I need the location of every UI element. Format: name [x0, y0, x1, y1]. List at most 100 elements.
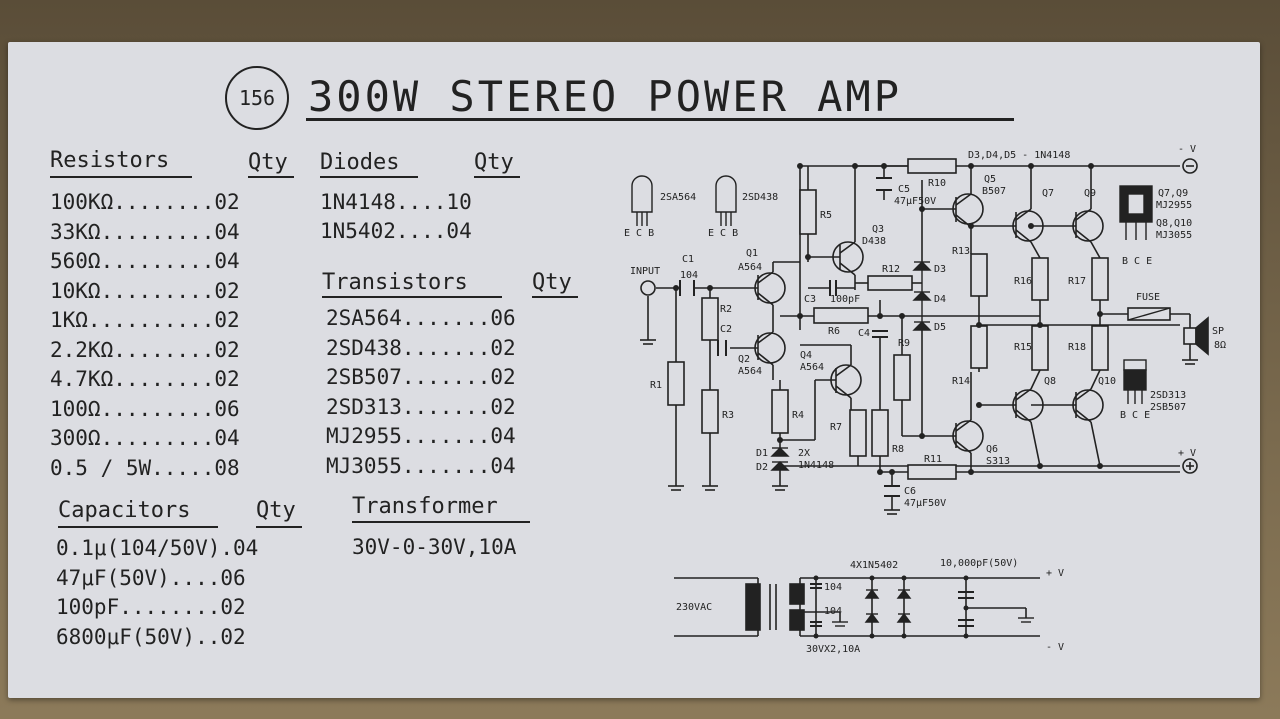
- title-underline: [306, 118, 1014, 121]
- c6-label: C6: [904, 486, 916, 497]
- to3p-package-icon: [1119, 185, 1153, 240]
- r4-label: R4: [792, 410, 804, 421]
- q4-label: Q4: [800, 350, 812, 361]
- r14-label: R14: [952, 376, 970, 387]
- filter-capacitor-icons: [810, 583, 974, 627]
- transistors-qty-underline: [532, 296, 578, 298]
- c4-label: C4: [858, 328, 870, 339]
- r5-label: R5: [820, 210, 832, 221]
- resistors-item: 10KΩ.........02: [50, 278, 240, 303]
- diode-note: D3,D4,D5 - 1N4148: [968, 150, 1070, 161]
- c6-value: 47μF50V: [904, 498, 946, 509]
- transistors-item: 2SD313.......02: [326, 394, 516, 419]
- minus-v-label: - V: [1178, 144, 1196, 155]
- resistors-item: 33KΩ.........04: [50, 219, 240, 244]
- d12-type: 1N4148: [798, 460, 834, 471]
- q6-label: Q6: [986, 444, 998, 455]
- ps-transformer-label: 30VX2,10A: [806, 644, 860, 655]
- d12-count: 2X: [798, 448, 810, 459]
- resistor-symbols: [667, 158, 1171, 480]
- q10-label: Q10: [1098, 376, 1116, 387]
- transistors-item: MJ2955.......04: [326, 424, 516, 448]
- d5-label: D5: [934, 322, 946, 333]
- resistors-item: 4.7KΩ........02: [50, 367, 240, 391]
- capacitors-item: 47μF(50V)....06: [56, 565, 246, 590]
- page-title: 300W STEREO POWER AMP: [308, 72, 903, 121]
- pkg2-label: 2SD438: [742, 192, 778, 203]
- capacitors-qty-header: Qty: [256, 498, 296, 523]
- diodes-header: Diodes: [320, 150, 400, 175]
- q810-note: Q8,Q10: [1156, 218, 1192, 229]
- capacitors-qty-underline: [256, 526, 302, 528]
- resistors-underline: [50, 176, 192, 178]
- q6-value: S313: [986, 456, 1010, 467]
- ps-plus-v: + V: [1046, 568, 1064, 579]
- pkg2-pins: E C B: [708, 228, 738, 239]
- q9-label: Q9: [1084, 188, 1096, 199]
- transistors-item: 2SB507.......02: [326, 365, 516, 389]
- power-supply-wires: [674, 577, 1040, 637]
- speaker-icon: [1183, 316, 1209, 356]
- schematic-wires: [640, 165, 1198, 515]
- project-number-badge: 156: [225, 66, 289, 130]
- q1-value: A564: [738, 262, 762, 273]
- transformer-header: Transformer: [352, 494, 498, 519]
- ps-c1-label: 104: [824, 582, 842, 593]
- power-transformer-icon: [745, 583, 805, 631]
- c2-label: C2: [720, 324, 732, 335]
- q79-note: Q7,Q9: [1158, 188, 1188, 199]
- q2-label: Q2: [738, 354, 750, 365]
- resistors-item: 2.2KΩ........02: [50, 337, 240, 362]
- q7-label: Q7: [1042, 188, 1054, 199]
- q5-value: B507: [982, 186, 1006, 197]
- resistors-item: 100KΩ........02: [50, 190, 240, 214]
- r9-label: R9: [898, 338, 910, 349]
- capacitors-underline: [58, 526, 218, 528]
- r12-label: R12: [882, 264, 900, 275]
- c3-label: C3: [804, 294, 816, 305]
- ps-c2-label: 104: [824, 606, 842, 617]
- r11-label: R11: [924, 454, 942, 465]
- d2-label: D2: [756, 462, 768, 473]
- pkg1-pins: E C B: [624, 228, 654, 239]
- resistors-item: 0.5 / 5W.....08: [50, 455, 240, 480]
- q3-value: D438: [862, 236, 886, 247]
- resistors-item: 560Ω.........04: [50, 249, 240, 273]
- c5-label: C5: [898, 184, 910, 195]
- fuse-label: FUSE: [1136, 292, 1160, 303]
- transistors-underline: [322, 296, 502, 298]
- to220-note: 2SD313: [1150, 390, 1186, 401]
- d3-label: D3: [934, 264, 946, 275]
- to3p-pins: B C E: [1122, 256, 1152, 267]
- speaker-label: SP: [1212, 326, 1224, 337]
- ps-diode-label: 4X1N5402: [850, 560, 898, 571]
- ps-cap-label: 10,000pF(50V): [940, 558, 1018, 569]
- resistors-qty-header: Qty: [248, 150, 288, 175]
- c1-value: 104: [680, 270, 698, 281]
- to220-pins: B C E: [1120, 410, 1150, 421]
- diodes-item: 1N4148....10: [320, 190, 472, 214]
- input-label: INPUT: [630, 266, 660, 277]
- ps-minus-v: - V: [1046, 642, 1064, 653]
- q79-value: MJ2955: [1156, 200, 1192, 211]
- r15-label: R15: [1014, 342, 1032, 353]
- q810-value: MJ3055: [1156, 230, 1192, 241]
- d1-label: D1: [756, 448, 768, 459]
- capacitors-header: Capacitors: [58, 498, 191, 523]
- q8-label: Q8: [1044, 376, 1056, 387]
- resistors-item: 1KΩ..........02: [50, 308, 240, 332]
- schematic-card: [8, 42, 1260, 698]
- resistors-item: 300Ω.........04: [50, 426, 240, 450]
- r8-label: R8: [892, 444, 904, 455]
- diodes-item: 1N5402....04: [320, 219, 472, 243]
- transistors-item: 2SA564.......06: [326, 306, 516, 330]
- q1-label: Q1: [746, 248, 758, 259]
- transistors-item: 2SD438.......02: [326, 335, 516, 360]
- c5-value: 47μF50V: [894, 196, 936, 207]
- transistors-qty-header: Qty: [532, 270, 572, 295]
- transformer-value: 30V-0-30V,10A: [352, 535, 517, 559]
- q5-label: Q5: [984, 174, 996, 185]
- ps-junction-dots: [813, 575, 969, 639]
- c1-label: C1: [682, 254, 694, 265]
- r18-label: R18: [1068, 342, 1086, 353]
